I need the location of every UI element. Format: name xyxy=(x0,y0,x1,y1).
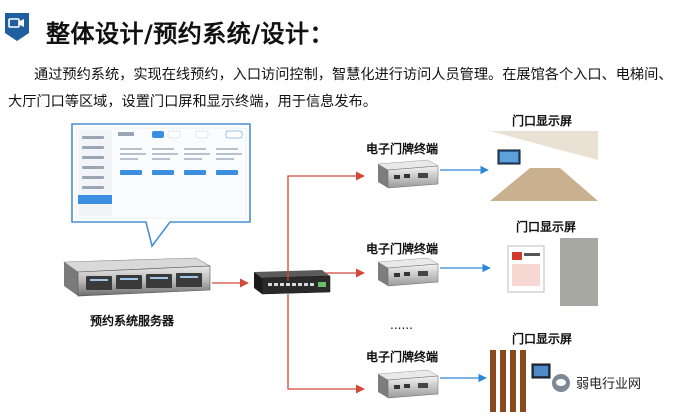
screen-label: 门口显示屏 xyxy=(512,114,573,128)
description-paragraph: 通过预约系统，实现在线预约，入口访问控制，智慧化进行访问人员管理。在展馆各个入口… xyxy=(8,67,673,110)
screen-label: 门口显示屏 xyxy=(512,332,573,346)
screen-label: 门口显示屏 xyxy=(516,220,577,234)
page-title: 整体设计/预约系统/设计： xyxy=(46,20,335,48)
terminal-device xyxy=(377,257,439,287)
switch-terminal-links xyxy=(287,171,365,394)
terminal-screen-links xyxy=(440,165,491,383)
watermark-text: 弱电行业网 xyxy=(576,377,642,392)
watermark: 弱电行业网 xyxy=(552,373,641,392)
server-label: 预约系统服务器 xyxy=(90,314,175,328)
wechat-icon xyxy=(552,373,570,392)
terminal-label: 电子门牌终端 xyxy=(366,142,439,156)
network-switch xyxy=(254,270,331,295)
door-screen-photo xyxy=(490,350,551,412)
terminal-label: 电子门牌终端 xyxy=(366,242,439,256)
door-screen-photo xyxy=(507,238,598,306)
door-screen-photo xyxy=(490,131,598,201)
terminal-label: 电子门牌终端 xyxy=(366,350,439,364)
video-call-icon xyxy=(5,13,29,41)
terminal-device xyxy=(377,159,439,189)
more-ellipsis: ...... xyxy=(390,318,413,332)
reservation-ui-callout xyxy=(71,123,251,248)
reservation-server xyxy=(63,257,212,297)
terminal-device xyxy=(377,369,439,399)
